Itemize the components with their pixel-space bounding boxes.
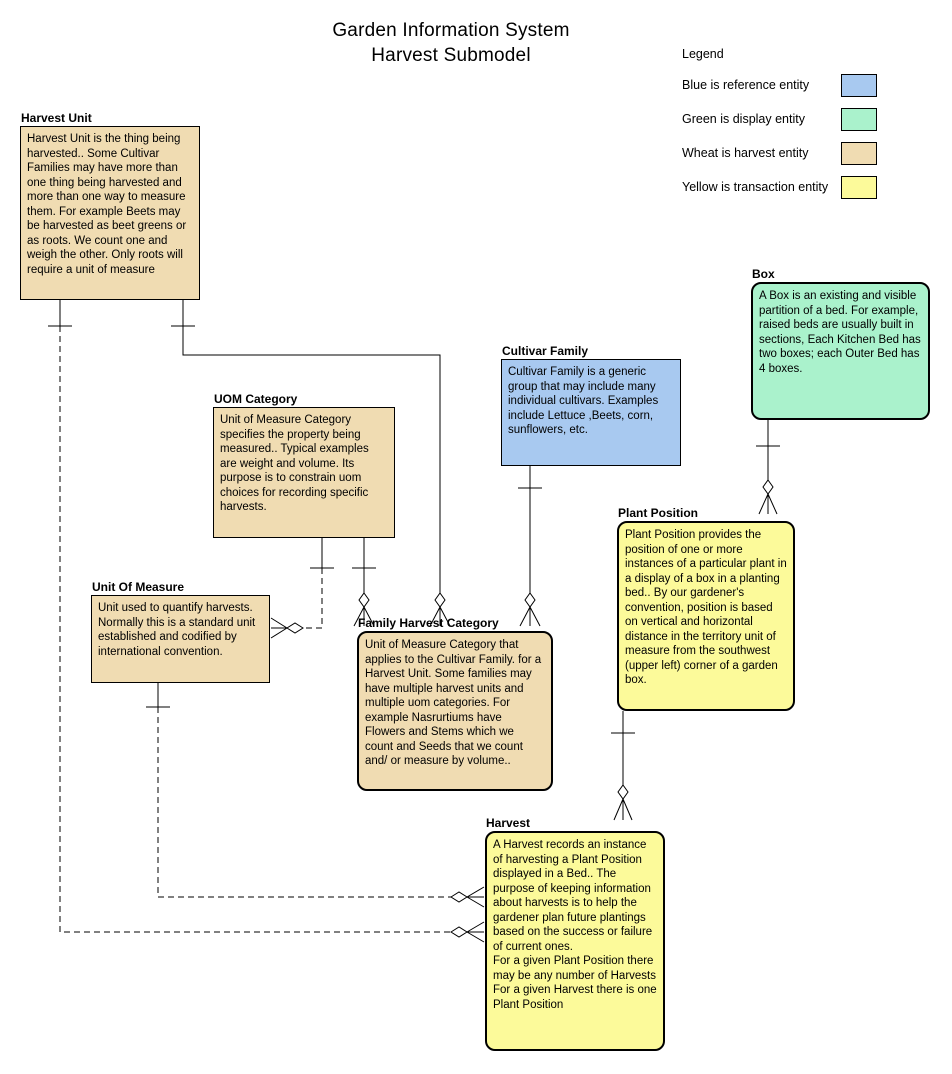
legend-label-green: Green is display entity: [682, 112, 805, 126]
entity-plant-position-box: Plant Position provides the position of …: [617, 521, 795, 711]
legend-label-yellow: Yellow is transaction entity: [682, 180, 829, 194]
entity-plant-position-description: Plant Position provides the position of …: [625, 529, 787, 686]
legend-label-wheat: Wheat is harvest entity: [682, 146, 809, 160]
legend-row-blue: Blue is reference entity: [682, 74, 882, 98]
entity-harvest-box: A Harvest records an instance of harvest…: [485, 831, 665, 1051]
legend-row-green: Green is display entity: [682, 108, 882, 132]
crow-foot: [467, 887, 484, 907]
connector-cultivar-family-to-family-harvest-category: [518, 466, 542, 626]
connector-uom-category-to-unit-of-measure: [271, 538, 334, 638]
entity-harvest-unit-description: Harvest Unit is the thing being harveste…: [27, 133, 187, 276]
diagram-title-line2: Harvest Submodel: [371, 45, 531, 66]
legend-label-blue: Blue is reference entity: [682, 78, 810, 92]
entity-box-label: Box: [752, 267, 775, 281]
entity-box: Box A Box is an existing and visible par…: [751, 268, 930, 420]
entity-harvest-unit-box: Harvest Unit is the thing being harveste…: [20, 126, 200, 300]
entity-unit-of-measure-description: Unit used to quantify harvests. Normally…: [98, 602, 256, 658]
connector-box-to-plant-position: [756, 420, 780, 514]
diagram-title-line1: Garden Information System: [332, 20, 570, 41]
connector-plant-position-to-harvest: [611, 711, 635, 820]
optional-diamond: [451, 927, 467, 937]
legend-heading: Legend: [682, 47, 724, 61]
legend: Legend Blue is reference entity Green is…: [682, 46, 882, 210]
entity-uom-category-box: Unit of Measure Category specifies the p…: [213, 407, 395, 538]
entity-cultivar-family: Cultivar Family Cultivar Family is a gen…: [501, 345, 681, 466]
optional-diamond: [451, 892, 467, 902]
legend-swatch-green: [841, 108, 877, 131]
legend-swatch-wheat: [841, 142, 877, 165]
entity-harvest-unit-label: Harvest Unit: [21, 111, 92, 125]
legend-swatch-blue: [841, 74, 877, 97]
entity-box-description: A Box is an existing and visible partiti…: [759, 290, 921, 375]
crow-foot: [467, 922, 484, 942]
optional-diamond: [359, 593, 369, 607]
entity-harvest-label: Harvest: [486, 816, 531, 830]
connector-uom-category-to-family-harvest-category: [352, 538, 376, 626]
optional-diamond: [435, 593, 445, 607]
optional-diamond: [763, 480, 773, 494]
legend-row-wheat: Wheat is harvest entity: [682, 142, 882, 166]
entity-unit-of-measure: Unit Of Measure Unit used to quantify ha…: [91, 581, 270, 683]
entity-family-harvest-category-box: Unit of Measure Category that applies to…: [357, 631, 553, 791]
entity-uom-category-label: UOM Category: [214, 392, 298, 406]
entity-uom-category: UOM Category Unit of Measure Category sp…: [213, 393, 395, 538]
legend-swatch-yellow: [841, 176, 877, 199]
optional-diamond: [525, 593, 535, 607]
entity-harvest: Harvest A Harvest records an instance of…: [485, 817, 665, 1051]
entity-cultivar-family-description: Cultivar Family is a generic group that …: [508, 366, 659, 436]
diagram-title: Garden Information System Harvest Submod…: [226, 18, 676, 68]
entity-family-harvest-category-description: Unit of Measure Category that applies to…: [365, 639, 542, 767]
entity-uom-category-description: Unit of Measure Category specifies the p…: [220, 414, 369, 513]
optional-diamond: [618, 785, 628, 799]
entity-plant-position: Plant Position Plant Position provides t…: [617, 507, 795, 711]
entity-cultivar-family-label: Cultivar Family: [502, 344, 589, 358]
entity-harvest-description: A Harvest records an instance of harvest…: [493, 839, 657, 1011]
entity-cultivar-family-box: Cultivar Family is a generic group that …: [501, 359, 681, 466]
legend-row-yellow: Yellow is transaction entity: [682, 176, 882, 200]
entity-box-box: A Box is an existing and visible partiti…: [751, 282, 930, 420]
entity-harvest-unit: Harvest Unit Harvest Unit is the thing b…: [20, 112, 200, 300]
entity-family-harvest-category-label: Family Harvest Category: [358, 616, 499, 630]
entity-plant-position-label: Plant Position: [618, 506, 699, 520]
entity-family-harvest-category: Family Harvest Category Unit of Measure …: [357, 617, 553, 791]
crow-foot: [271, 618, 287, 638]
entity-unit-of-measure-label: Unit Of Measure: [92, 580, 185, 594]
entity-unit-of-measure-box: Unit used to quantify harvests. Normally…: [91, 595, 270, 683]
optional-diamond: [287, 623, 303, 633]
